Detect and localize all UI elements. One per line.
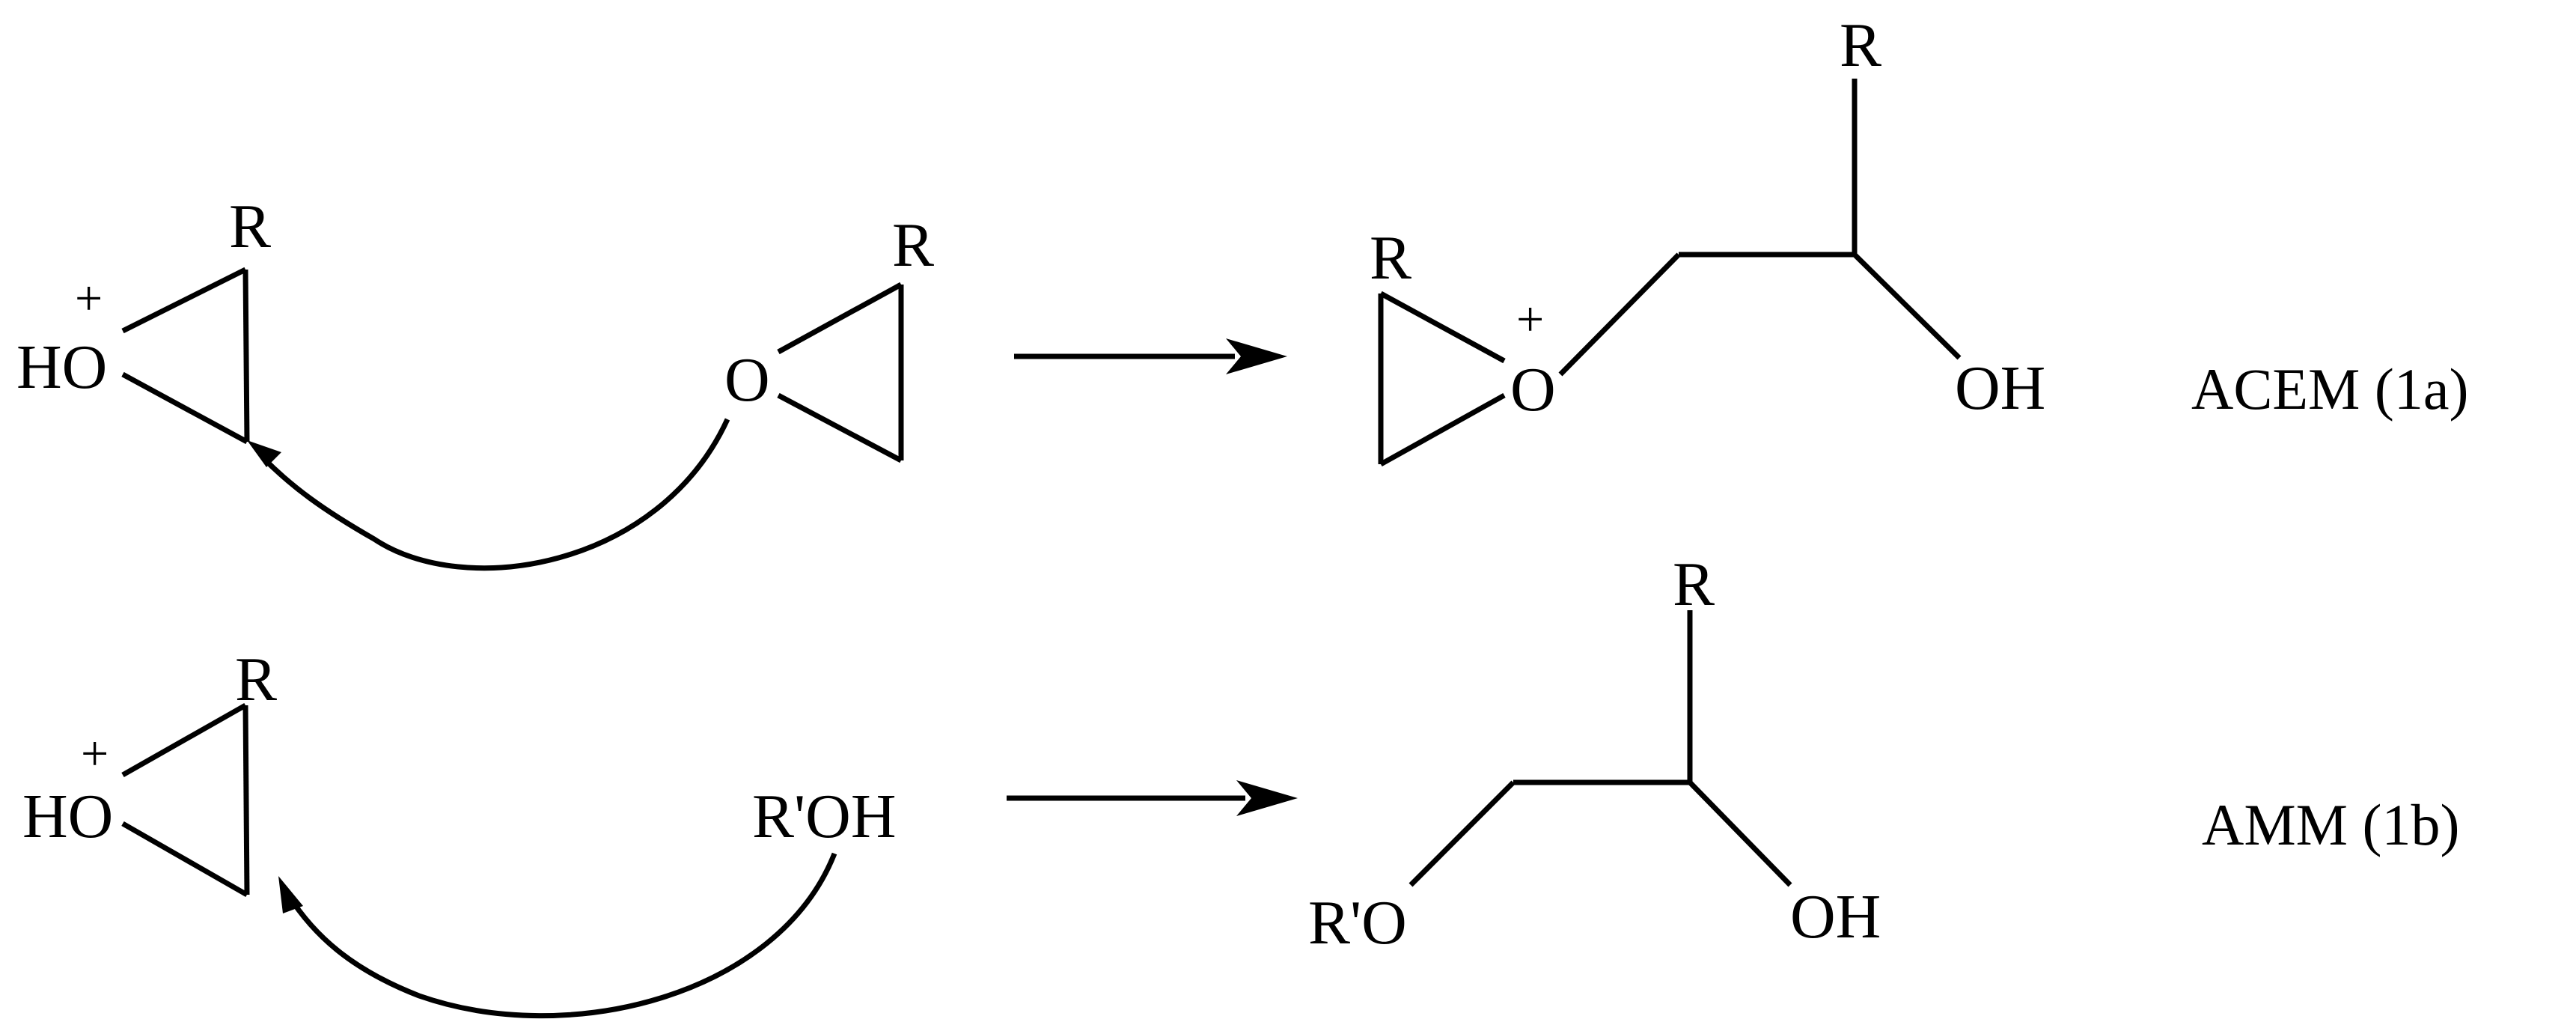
chain-bond: [1688, 780, 1792, 887]
reaction-1a-label: ACEM (1a): [2191, 356, 2468, 422]
reaction-1a-attack-arrow: [247, 418, 730, 571]
chain-substituent-label: R: [1673, 550, 1715, 619]
ring-bond: [121, 371, 248, 445]
arrowhead: [278, 876, 303, 913]
chain-substituent-label: R: [1840, 10, 1881, 80]
ring-bond: [242, 269, 250, 443]
reaction-1a-arrow: [1014, 338, 1287, 374]
curved-arrow: [286, 852, 837, 1019]
reaction-1a-protonated-epoxide: HO + R: [16, 192, 271, 445]
oxygen-label: O: [724, 345, 770, 415]
curved-arrow: [261, 418, 730, 571]
ring-bond: [777, 282, 903, 355]
reaction-1b-label: AMM (1b): [2202, 792, 2460, 857]
reaction-arrow-head: [1236, 780, 1298, 816]
reaction-1b-protonated-epoxide: HO + R: [22, 645, 277, 898]
reaction-1b: HO + R R'OH R'O R OH AMM (1b): [22, 550, 2460, 1019]
reaction-1a: HO + R O R O + R: [16, 10, 2468, 571]
reaction-arrow-head: [1226, 338, 1287, 374]
ring-bond: [121, 702, 247, 778]
reaction-1a-product: O + R R OH: [1370, 10, 2045, 467]
positive-charge: +: [81, 726, 109, 781]
ring-substituent-label: R: [1370, 223, 1411, 293]
hydroxyl-label: OH: [1955, 353, 2045, 423]
chain-bond: [1852, 252, 1962, 360]
ether-label: R'O: [1308, 888, 1407, 958]
reaction-1b-attack-arrow: [278, 852, 837, 1019]
ring-bond: [242, 705, 250, 895]
positive-charge: +: [75, 271, 103, 326]
oxygen-label: HO: [16, 332, 107, 402]
ring-oxygen-label: O: [1510, 355, 1556, 425]
reaction-1b-arrow: [1007, 780, 1298, 816]
substituent-label: R: [235, 645, 277, 714]
positive-charge: +: [1516, 292, 1544, 347]
ring-bond: [121, 267, 247, 334]
reaction-1b-product: R'O R OH: [1308, 550, 1881, 958]
arrowhead: [247, 440, 281, 467]
chain-bond: [1558, 252, 1681, 377]
hydroxyl-label: OH: [1790, 882, 1881, 952]
ring-bond: [1379, 291, 1506, 364]
reaction-1b-alcohol: R'OH: [752, 782, 897, 851]
reaction-1a-epoxide-nucleophile: O R: [724, 210, 934, 463]
ring-bond: [777, 392, 903, 463]
substituent-label: R: [892, 210, 934, 280]
substituent-label: R: [229, 192, 271, 261]
ring-bond: [1379, 392, 1506, 467]
oxygen-label: HO: [22, 782, 113, 851]
ring-bond: [121, 821, 248, 898]
chain-bond: [1408, 780, 1516, 887]
